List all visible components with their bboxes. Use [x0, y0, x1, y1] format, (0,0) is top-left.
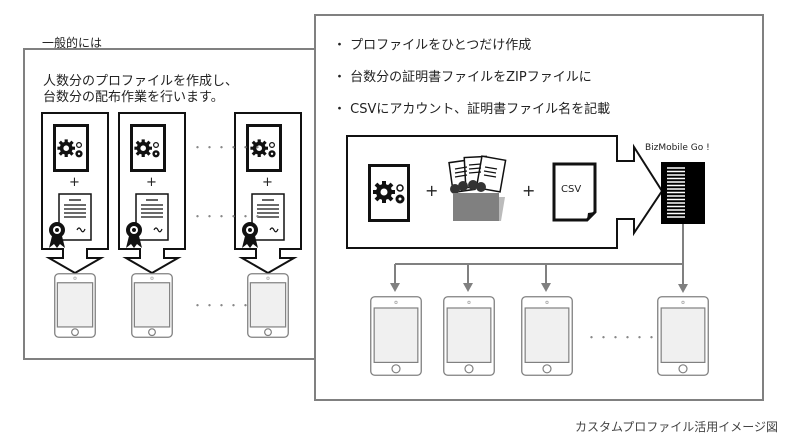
server-icon: [661, 162, 705, 224]
profile-document: [368, 164, 410, 222]
left-ellipsis-mid: ・・・・・・: [192, 210, 264, 223]
profile-document: [130, 124, 166, 172]
gears-icon: [373, 181, 405, 204]
smartphone-icon: [370, 296, 422, 376]
left-description-line1: 人数分のプロファイルを作成し、: [43, 74, 239, 89]
certificate-icon: [49, 193, 92, 248]
plus-sign: +: [425, 181, 439, 200]
gears-icon: [250, 139, 276, 158]
arrow-down-icon: [238, 248, 298, 275]
plus-sign: +: [262, 175, 273, 190]
certificates-folder-icon: [448, 155, 507, 221]
left-ellipsis-top: ・・・・・・: [192, 141, 264, 154]
arrow-down-icon: [45, 248, 105, 275]
certificate: [124, 192, 170, 250]
gears-icon: [57, 139, 83, 158]
arrow-down-icon: [122, 248, 182, 275]
smartphone-icon: [443, 296, 495, 376]
certificate: [240, 192, 286, 250]
bullet-3: ・ CSVにアカウント、証明書ファイル名を記載: [333, 102, 611, 117]
gears-icon: [134, 139, 160, 158]
figure-caption: カスタムプロファイル活用イメージ図: [575, 420, 779, 434]
smartphone-icon: [54, 273, 96, 338]
plus-sign: +: [522, 181, 536, 200]
bullet-2: ・ 台数分の証明書ファイルをZIPファイルに: [333, 70, 592, 85]
smartphone-icon: [247, 273, 289, 338]
csv-label: CSV: [561, 184, 582, 195]
csv-document-icon: [552, 162, 597, 222]
device-profile-column: +: [234, 112, 302, 250]
device-profile-column: +: [41, 112, 109, 250]
smartphone-icon: [131, 273, 173, 338]
left-heading: 一般的には: [42, 36, 103, 50]
smartphone-icon: [521, 296, 573, 376]
left-description-line2: 台数分の配布作業を行います。: [43, 90, 224, 105]
certificate-icon: [242, 193, 285, 248]
certificate: [47, 192, 93, 250]
profile-document: [53, 124, 89, 172]
bullet-1: ・ プロファイルをひとつだけ作成: [333, 38, 532, 53]
device-profile-column: +: [118, 112, 186, 250]
server-label: BizMobile Go !: [645, 143, 710, 153]
plus-sign: +: [69, 175, 80, 190]
plus-sign: +: [146, 175, 157, 190]
profile-document: [246, 124, 282, 172]
smartphone-icon: [657, 296, 709, 376]
certificate-icon: [126, 193, 169, 248]
left-ellipsis-phones: ・・・・・・: [192, 299, 264, 312]
